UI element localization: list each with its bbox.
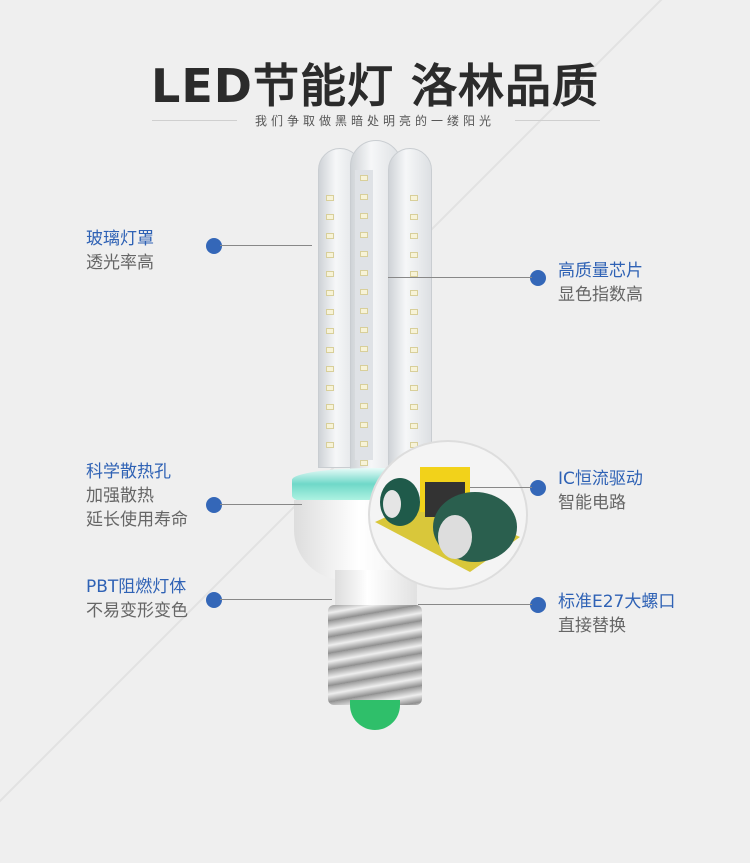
feature-title: 高质量芯片 (558, 261, 643, 281)
led-chip (360, 441, 368, 447)
callout-dot (530, 270, 546, 286)
led-chip (326, 366, 334, 372)
feature-desc: 加强散热 (86, 486, 154, 506)
led-strip (355, 170, 373, 460)
page-subtitle: 我们争取做黑暗处明亮的一缕阳光 (254, 114, 495, 128)
callout-line (220, 504, 302, 505)
feature-title: 标准E27大螺口 (558, 592, 676, 612)
callout-dot (206, 238, 222, 254)
led-chip (326, 404, 334, 410)
divider (152, 120, 237, 121)
led-chip (360, 365, 368, 371)
led-chip (360, 194, 368, 200)
led-chip (410, 214, 418, 220)
callout-line (470, 487, 532, 488)
led-chip (326, 385, 334, 391)
led-chip (326, 442, 334, 448)
feature-chip: 高质量芯片 显色指数高 (558, 259, 643, 307)
feature-desc: 延长使用寿命 (86, 510, 188, 530)
led-chip (410, 366, 418, 372)
led-chip (360, 270, 368, 276)
callout-line (220, 599, 332, 600)
base-tip (350, 700, 400, 730)
callout-line (220, 245, 312, 246)
led-chip (360, 403, 368, 409)
led-chip (326, 195, 334, 201)
led-chip (360, 384, 368, 390)
e27-screw-base (328, 605, 422, 705)
callout-line (418, 604, 532, 605)
feature-desc: 直接替换 (558, 616, 626, 636)
led-chip (326, 423, 334, 429)
led-chip (326, 328, 334, 334)
led-chip (326, 347, 334, 353)
callout-dot (206, 497, 222, 513)
callout-dot (530, 597, 546, 613)
led-chip (410, 423, 418, 429)
led-chip (410, 347, 418, 353)
led-chip (360, 346, 368, 352)
led-chip (410, 233, 418, 239)
led-chip (410, 404, 418, 410)
led-chip (410, 385, 418, 391)
led-chip (326, 271, 334, 277)
feature-desc: 智能电路 (558, 493, 626, 513)
led-chip (326, 214, 334, 220)
feature-title: 玻璃灯罩 (86, 229, 154, 249)
led-chip (360, 175, 368, 181)
led-chip (360, 213, 368, 219)
driver-board-zoom (368, 440, 528, 590)
feature-title: PBT阻燃灯体 (86, 577, 187, 597)
feature-desc: 显色指数高 (558, 285, 643, 305)
led-chip (326, 252, 334, 258)
led-chip (360, 251, 368, 257)
led-chip (410, 309, 418, 315)
led-chip (326, 233, 334, 239)
feature-title: IC恒流驱动 (558, 469, 643, 489)
led-chip (360, 308, 368, 314)
led-chip (410, 328, 418, 334)
feature-e27-base: 标准E27大螺口 直接替换 (558, 590, 675, 638)
driver-board-image (375, 467, 520, 572)
feature-heat-vents: 科学散热孔 加强散热 延长使用寿命 (86, 460, 188, 532)
feature-title: 科学散热孔 (86, 462, 171, 482)
led-chip (326, 290, 334, 296)
led-chip (360, 232, 368, 238)
led-chip (326, 309, 334, 315)
callout-dot (530, 480, 546, 496)
led-chip (410, 195, 418, 201)
led-chip (360, 289, 368, 295)
led-chip (410, 271, 418, 277)
callout-dot (206, 592, 222, 608)
led-chip (410, 290, 418, 296)
feature-pbt-body: PBT阻燃灯体 不易变形变色 (86, 575, 188, 623)
led-chip (410, 252, 418, 258)
glass-tube (388, 148, 432, 468)
feature-ic-driver: IC恒流驱动 智能电路 (558, 467, 643, 515)
led-chip (360, 460, 368, 466)
page-title: LED节能灯 洛林品质 (151, 59, 599, 113)
feature-glass-cover: 玻璃灯罩 透光率高 (86, 227, 154, 275)
callout-line (388, 277, 532, 278)
led-chip (360, 422, 368, 428)
led-chip (360, 327, 368, 333)
feature-desc: 透光率高 (86, 253, 154, 273)
feature-desc: 不易变形变色 (86, 601, 188, 621)
divider (515, 120, 600, 121)
